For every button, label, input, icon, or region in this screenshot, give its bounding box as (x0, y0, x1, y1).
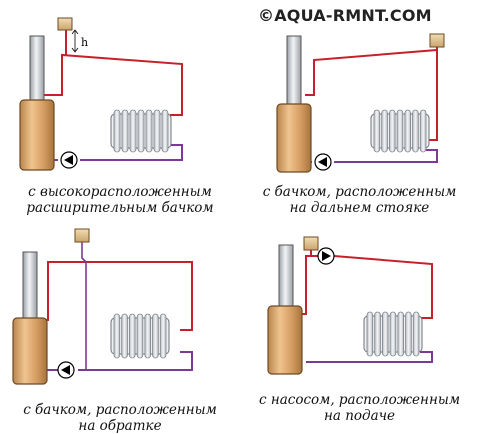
supply-pipe (40, 53, 183, 116)
pump-arrow (61, 365, 70, 375)
radiator-fin (405, 311, 412, 357)
panel-supply-pump (267, 236, 433, 375)
caption-return-tank: с бачком, расположенным на обратке (0, 402, 240, 434)
boiler (267, 305, 303, 375)
radiator-fin (396, 109, 404, 153)
caption-line: на обратке (78, 418, 162, 434)
radiator-fin (128, 313, 136, 359)
caption-line: с высокорасположенным (28, 184, 212, 200)
supply-pipe-after-pump (333, 255, 433, 319)
chimney (278, 244, 294, 316)
chimney (29, 35, 45, 109)
radiator-fin (113, 109, 121, 153)
radiator-fin (161, 109, 169, 153)
supply-pipe (305, 48, 438, 141)
caption-line: с насосом, расположенным (258, 392, 461, 408)
radiator-fin (404, 109, 411, 153)
radiator-fin (373, 109, 381, 153)
radiator (110, 109, 172, 153)
tank-branch (81, 242, 87, 263)
radiator (363, 311, 423, 357)
panel-high-tank: h (19, 17, 183, 171)
expansion-tank (429, 33, 445, 48)
return-pipe (334, 149, 438, 163)
chimney (286, 35, 302, 111)
radiator-fin (129, 109, 137, 153)
panel-far-riser (276, 33, 445, 173)
caption-supply-pump: с насосом, расположенным на подаче (240, 392, 479, 424)
caption-line: с бачком, расположенным (23, 402, 217, 418)
return-pipe (306, 351, 433, 363)
radiator-fin (136, 313, 144, 359)
h-arrow-bottom (71, 47, 79, 53)
radiator-fin (159, 313, 167, 359)
caption-far-riser: с бачком, расположенным на дальнем стояк… (240, 184, 479, 216)
supply-pipe (300, 255, 318, 315)
return-pipe (80, 144, 183, 161)
radiator-fin (397, 311, 404, 357)
caption-line: на дальнем стояке (289, 200, 430, 216)
radiator-fin (381, 311, 389, 357)
radiator-fin (152, 313, 159, 359)
radiator-fin (381, 109, 388, 153)
expansion-tank (74, 228, 90, 243)
radiator (110, 313, 170, 359)
caption-line: на подаче (323, 408, 396, 424)
pump-arrow (322, 251, 331, 261)
h-label: h (81, 36, 88, 49)
caption-line: расширительным бачком (26, 200, 214, 216)
radiator-fin (412, 109, 419, 153)
radiator-fin (144, 313, 151, 359)
radiator-fin (419, 109, 427, 153)
pump-arrow (318, 157, 327, 167)
h-arrow-top (71, 29, 79, 35)
boiler (276, 103, 312, 173)
radiator-fin (137, 109, 145, 153)
pump-arrow (64, 155, 73, 165)
boiler (19, 99, 55, 171)
chimney (22, 251, 38, 327)
boiler (12, 317, 48, 385)
expansion-tank (57, 17, 73, 31)
caption-high-tank: с высокорасположенным расширительным бач… (0, 184, 240, 216)
radiator-fin (388, 109, 396, 153)
radiator (370, 109, 430, 153)
radiator-fin (113, 313, 121, 359)
return-pipe (78, 351, 193, 371)
expansion-tank (303, 236, 319, 251)
caption-line: с бачком, расположенным (262, 184, 457, 200)
radiator-fin (153, 109, 161, 153)
radiator-fin (389, 311, 397, 357)
radiator-fin (412, 311, 420, 357)
watermark: ©AQUA-RMNT.COM (258, 6, 432, 25)
radiator-fin (366, 311, 374, 357)
radiator-fin (145, 109, 153, 153)
radiator-fin (121, 313, 128, 359)
radiator-fin (374, 311, 381, 357)
panel-return-tank (12, 228, 193, 385)
radiator-fin (121, 109, 129, 153)
